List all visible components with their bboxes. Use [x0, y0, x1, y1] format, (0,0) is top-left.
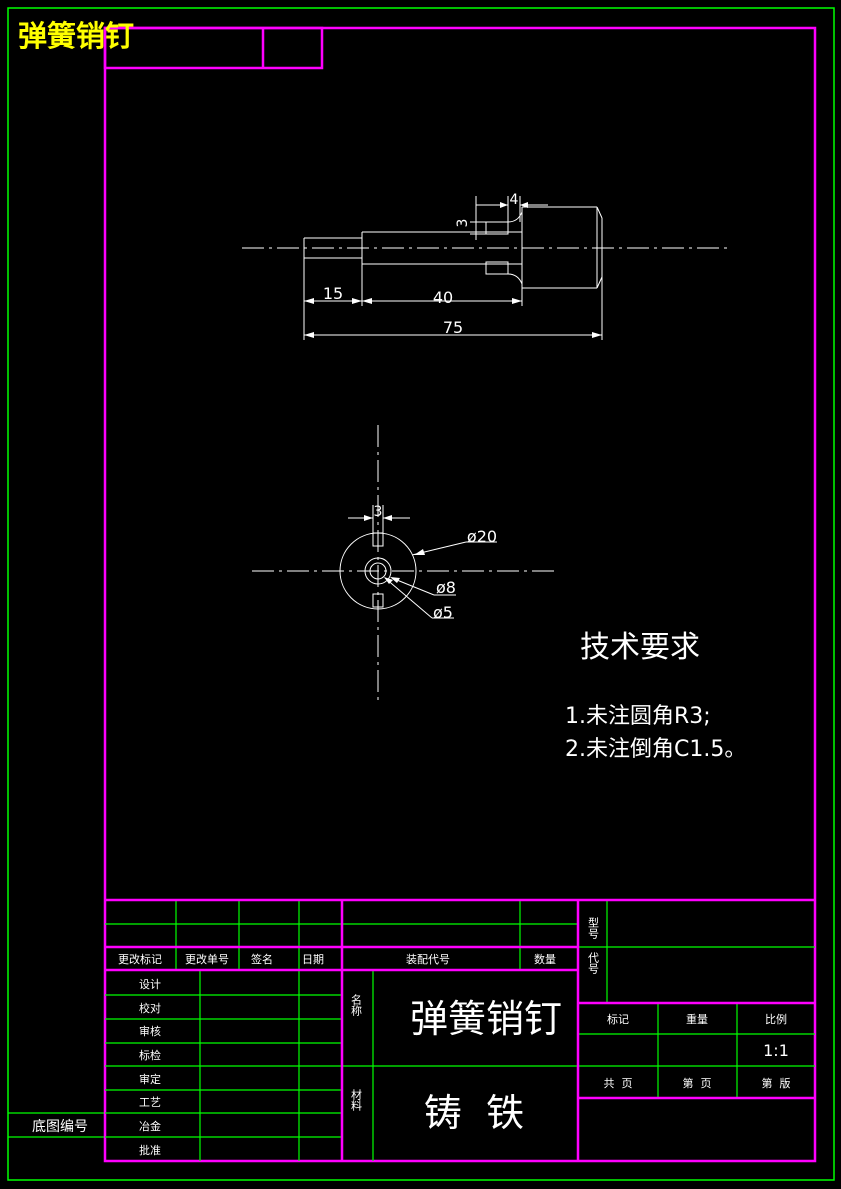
- dim-75: 75: [443, 318, 463, 337]
- header-title: 弹簧销钉: [18, 19, 134, 53]
- label-signature: 签名: [251, 952, 273, 966]
- dim-3-end: 3: [374, 504, 383, 520]
- circle-dia8: [364, 557, 392, 585]
- label-code: 代号: [587, 952, 600, 975]
- end-view: [252, 425, 556, 705]
- label-change-doc: 更改单号: [185, 952, 229, 966]
- dim-4: 4: [510, 192, 519, 208]
- dim-3-front: 3: [455, 219, 471, 228]
- top-code-box: [103, 26, 324, 70]
- dim-dia5: ø5: [433, 603, 453, 622]
- label-edition: 第 版: [762, 1076, 791, 1090]
- role-proofread: 校对: [139, 1001, 161, 1015]
- dim-40: 40: [433, 288, 453, 307]
- role-approval: 批准: [139, 1143, 161, 1157]
- role-standard-check: 标检: [139, 1048, 161, 1062]
- label-mark: 标记: [607, 1012, 629, 1026]
- end-view-arrows: [364, 515, 425, 584]
- role-metallurgy: 冶金: [139, 1119, 161, 1133]
- role-review: 审核: [139, 1024, 161, 1038]
- label-weight: 重量: [686, 1012, 708, 1026]
- drawing-frame: [103, 26, 817, 1163]
- title-block-frame: [105, 898, 815, 1161]
- label-change-mark: 更改标记: [118, 952, 162, 966]
- dim-dia8: ø8: [436, 578, 456, 597]
- label-date: 日期: [302, 953, 324, 966]
- title-block-grid: [105, 900, 815, 1161]
- outer-border: [7, 7, 835, 1181]
- front-view: [242, 196, 730, 340]
- dim-15: 15: [323, 284, 343, 303]
- role-design: 设计: [139, 978, 161, 991]
- part-name: 弹簧销钉: [410, 997, 562, 1041]
- label-page-no: 第 页: [683, 1076, 712, 1090]
- dim-dia20: ø20: [467, 527, 497, 546]
- role-approve-design: 审定: [139, 1072, 161, 1086]
- circle-dia5: [369, 562, 387, 580]
- tech-req-item-1: 1.未注圆角R3;: [565, 704, 711, 729]
- scale-value: 1:1: [763, 1041, 789, 1060]
- material-value: 铸 铁: [424, 1091, 524, 1135]
- label-material: 材料: [350, 1088, 363, 1112]
- label-name: 名称: [350, 993, 363, 1017]
- label-quantity: 数量: [534, 953, 556, 966]
- tech-req-item-2: 2.未注倒角C1.5。: [565, 737, 746, 762]
- label-assembly-code: 装配代号: [406, 953, 450, 966]
- base-drawing-no-label: 底图编号: [32, 1119, 88, 1135]
- front-view-arrows: [304, 202, 602, 338]
- label-scale: 比例: [765, 1012, 787, 1026]
- label-total-pages: 共 页: [604, 1077, 633, 1090]
- tech-req-title: 技术要求: [580, 630, 700, 665]
- label-model: 型号: [587, 916, 600, 940]
- role-process: 工艺: [139, 1096, 161, 1109]
